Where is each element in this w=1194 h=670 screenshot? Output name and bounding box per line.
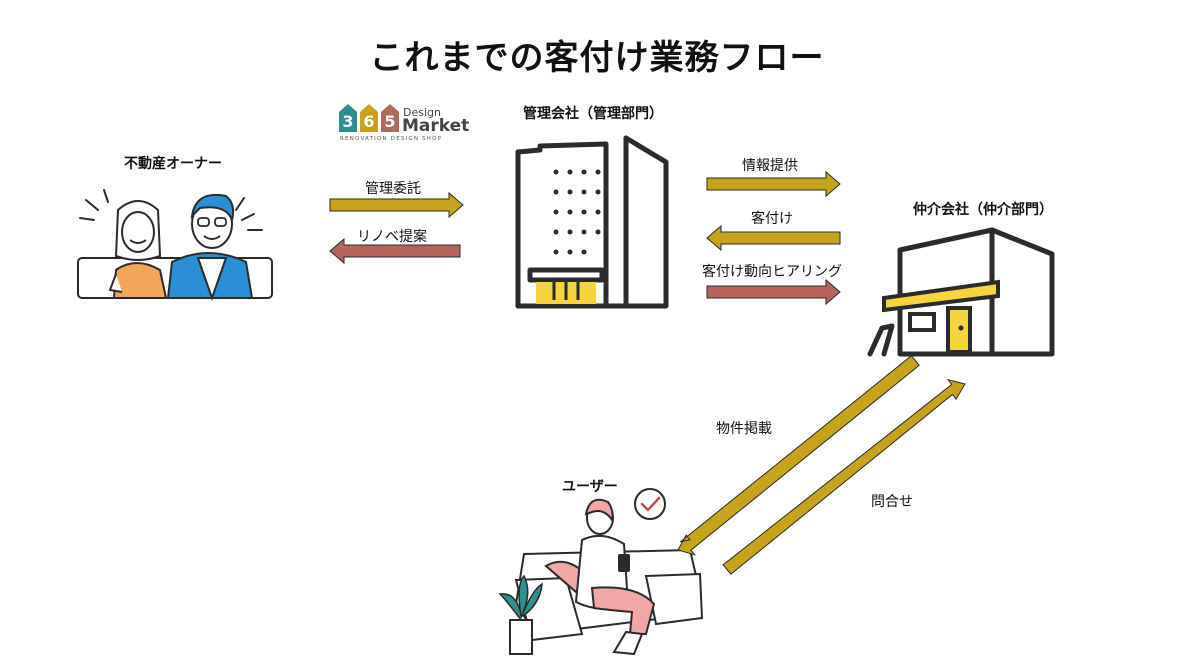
check-bubble-icon (634, 488, 666, 520)
user-on-sofa-illustration (498, 488, 704, 656)
renovation-proposal-label: リノベ提案 (357, 229, 427, 245)
inquiry-label: 問合せ (871, 494, 913, 510)
logo-houses-icon (339, 104, 399, 132)
logo-tagline: RENOVATION DESIGN SHOP (340, 136, 443, 142)
logo-word-market: Market (402, 116, 470, 136)
consign-label: 管理委託 (365, 181, 421, 197)
tenant-placement-arrow (706, 224, 841, 252)
consign-arrow (329, 191, 464, 219)
design-market-logo: 3 6 5 Design Market RENOVATION DESIGN SH… (338, 102, 470, 146)
tenant-placement-label: 客付け (751, 211, 793, 227)
user-label: ユーザー (562, 479, 618, 495)
management-label: 管理会社（管理部門） (523, 106, 663, 122)
listing-arrow (677, 354, 920, 556)
owners-illustration (77, 189, 273, 302)
logo-word-design: Design (403, 106, 441, 119)
management-building-illustration (515, 135, 669, 309)
info-provision-arrow (706, 170, 841, 198)
renovation-proposal-arrow (329, 237, 461, 265)
page-title: これまでの客付け業務フロー (369, 38, 825, 78)
info-provision-label: 情報提供 (742, 158, 798, 174)
broker-label: 仲介会社（仲介部門） (913, 202, 1053, 218)
logo-house-3: 5 (384, 112, 396, 131)
broker-office-illustration (867, 227, 1055, 357)
owner-label: 不動産オーナー (124, 156, 222, 172)
hearing-label: 客付け動向ヒアリング (702, 264, 842, 280)
hearing-arrow (706, 278, 841, 306)
logo-house-2: 6 (363, 112, 375, 131)
logo-house-1: 3 (342, 112, 354, 131)
inquiry-arrow (722, 378, 966, 575)
listing-label: 物件掲載 (716, 421, 772, 437)
